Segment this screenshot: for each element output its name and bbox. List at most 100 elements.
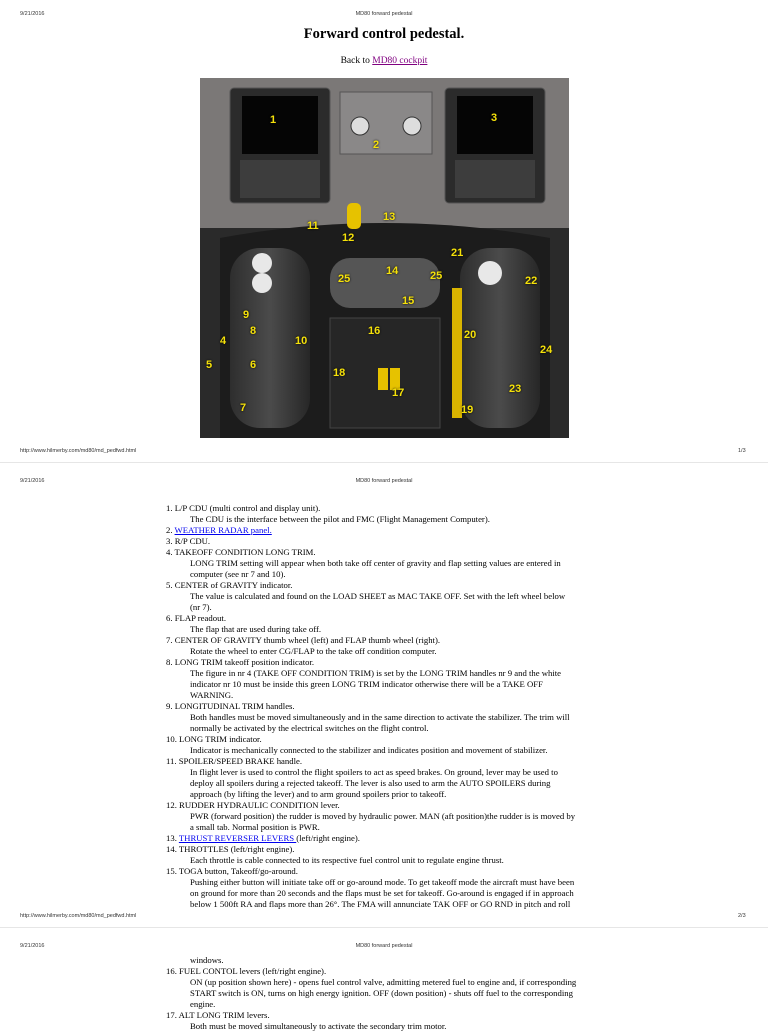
item-description-line: on ground for more than 20 seconds and t… (190, 888, 574, 898)
list-item: 17. ALT LONG TRIM levers. (166, 1010, 636, 1021)
print-page-number: 2/3 (738, 913, 746, 919)
list-item: 3. R/P CDU. (166, 536, 636, 547)
list-item: 12. RUDDER HYDRAULIC CONDITION lever. (166, 800, 636, 811)
item-number: 12. (166, 800, 177, 810)
item-number: 4. (166, 547, 173, 557)
item-description-line: The flap that are used during take off. (190, 624, 322, 634)
callout-5: 5 (206, 359, 213, 371)
callout-11: 11 (307, 220, 319, 232)
list-item: 10. LONG TRIM indicator. (166, 734, 636, 745)
list-item: 6. FLAP readout. (166, 613, 636, 624)
item-description-line: The CDU is the interface between the pil… (190, 514, 490, 524)
item-number: 1. (166, 503, 173, 513)
item-number: 6. (166, 613, 173, 623)
item-number: 14. (166, 844, 177, 854)
list-item: 2. WEATHER RADAR panel. (166, 525, 636, 536)
page-break (0, 462, 768, 463)
callout-10: 10 (295, 335, 308, 347)
item-number: 2. (166, 525, 173, 535)
item-number: 9. (166, 701, 173, 711)
item-number: 7. (166, 635, 173, 645)
callout-6: 6 (250, 359, 257, 371)
item-title: LONGITUDINAL TRIM handles. (174, 701, 295, 711)
item-description-line: Indicator is mechanically connected to t… (190, 745, 548, 755)
item-continued-text: windows. (190, 955, 224, 965)
item-description-line: computer (see nr 7 and 10). (190, 569, 286, 579)
list-item: 4. TAKEOFF CONDITION LONG TRIM. (166, 547, 636, 558)
item-description-line: Both handles must be moved simultaneousl… (190, 712, 570, 722)
print-header-title: MD80 forward pedestal (355, 478, 413, 484)
item-description-line: Each throttle is cable connected to its … (190, 855, 504, 865)
print-header-title: MD80 forward pedestal (355, 11, 413, 17)
item-title: SPOILER/SPEED BRAKE handle. (178, 756, 303, 766)
item-description-line: Both must be moved simultaneously to act… (190, 1021, 447, 1031)
callout-8: 8 (250, 325, 257, 337)
item-title-suffix: (left/right engine). (296, 833, 360, 843)
item-description-line: deploy all spoilers during a rejected ta… (190, 778, 551, 788)
item-number: 15. (166, 866, 177, 876)
list-item: 14. THROTTLES (left/right engine). (166, 844, 636, 855)
item-number: 10. (166, 734, 177, 744)
print-date: 9/21/2016 (20, 478, 45, 484)
page-break (0, 927, 768, 928)
item-title: FLAP readout. (174, 613, 227, 623)
item-description-line: normally be activated by the electrical … (190, 723, 429, 733)
callout-22: 22 (525, 275, 538, 287)
list-item: 5. CENTER of GRAVITY indicator. (166, 580, 636, 591)
item-title: FUEL CONTOL levers (left/right engine). (179, 966, 327, 976)
item-description-line: In flight lever is used to control the f… (190, 767, 558, 777)
callout-15: 15 (402, 295, 415, 307)
item-title: THROTTLES (left/right engine). (178, 844, 295, 854)
list-item: 1. L/P CDU (multi control and display un… (166, 503, 636, 514)
callout-12: 12 (342, 232, 355, 244)
item-title: TAKEOFF CONDITION LONG TRIM. (174, 547, 316, 557)
item-description-line: a small tab. Normal position is PWR. (190, 822, 320, 832)
item-description-line: WARNING. (190, 690, 234, 700)
back-line: Back to MD80 cockpit (0, 56, 768, 66)
list-item: 16. FUEL CONTOL levers (left/right engin… (166, 966, 636, 977)
callout-7: 7 (240, 402, 247, 414)
item-title: RUDDER HYDRAULIC CONDITION lever. (179, 800, 340, 810)
item-description-line: The value is calculated and found on the… (190, 591, 566, 601)
item-title: CENTER of GRAVITY indicator. (174, 580, 293, 590)
pedestal-illustration (200, 78, 569, 438)
item-title: LONG TRIM takeoff position indicator. (174, 657, 315, 667)
list-item: 9. LONGITUDINAL TRIM handles. (166, 701, 636, 712)
item-link[interactable]: WEATHER RADAR panel. (174, 525, 272, 535)
print-date: 9/21/2016 (20, 11, 45, 17)
print-footer-url: http://www.hilmerby.com/md80/md_pedfwd.h… (20, 448, 137, 454)
item-title: L/P CDU (multi control and display unit)… (174, 503, 321, 513)
item-list: windows.16. FUEL CONTOL levers (left/rig… (166, 955, 636, 1032)
callout-18: 18 (333, 367, 346, 379)
item-description-line: approach (by lifting the lever) and to a… (190, 789, 447, 799)
page-title: Forward control pedestal. (303, 26, 465, 42)
callout-13: 13 (383, 211, 396, 223)
item-description-line: indicator nr 10 must be inside this gree… (190, 679, 543, 689)
item-description-line: engine. (190, 999, 216, 1009)
back-to-cockpit-link[interactable]: MD80 cockpit (372, 56, 428, 66)
item-description-line: LONG TRIM setting will appear when both … (190, 558, 561, 568)
print-header-title: MD80 forward pedestal (355, 943, 413, 949)
back-prefix: Back to (340, 56, 373, 66)
item-number: 16. (166, 966, 177, 976)
item-title: ALT LONG TRIM levers. (178, 1010, 270, 1020)
item-number: 13. (166, 833, 177, 843)
item-title: LONG TRIM indicator. (179, 734, 262, 744)
item-title: TOGA button, Takeoff/go-around. (178, 866, 298, 876)
callout-21: 21 (451, 247, 464, 259)
callout-2: 2 (373, 139, 380, 151)
list-item: 11. SPOILER/SPEED BRAKE handle. (166, 756, 636, 767)
callout-19: 19 (461, 404, 474, 416)
callout-23: 23 (509, 383, 522, 395)
item-title: R/P CDU. (174, 536, 211, 546)
callout-16: 16 (368, 325, 381, 337)
list-item: 13. THRUST REVERSER LEVERS (left/right e… (166, 833, 636, 844)
list-item: 8. LONG TRIM takeoff position indicator. (166, 657, 636, 668)
callout-25-right: 25 (430, 270, 443, 282)
item-number: 5. (166, 580, 173, 590)
list-item: 7. CENTER OF GRAVITY thumb wheel (left) … (166, 635, 636, 646)
callout-24: 24 (540, 344, 553, 356)
item-number: 11. (166, 756, 177, 766)
item-description-line: PWR (forward position) the rudder is mov… (190, 811, 576, 821)
item-link[interactable]: THRUST REVERSER LEVERS (178, 833, 297, 843)
